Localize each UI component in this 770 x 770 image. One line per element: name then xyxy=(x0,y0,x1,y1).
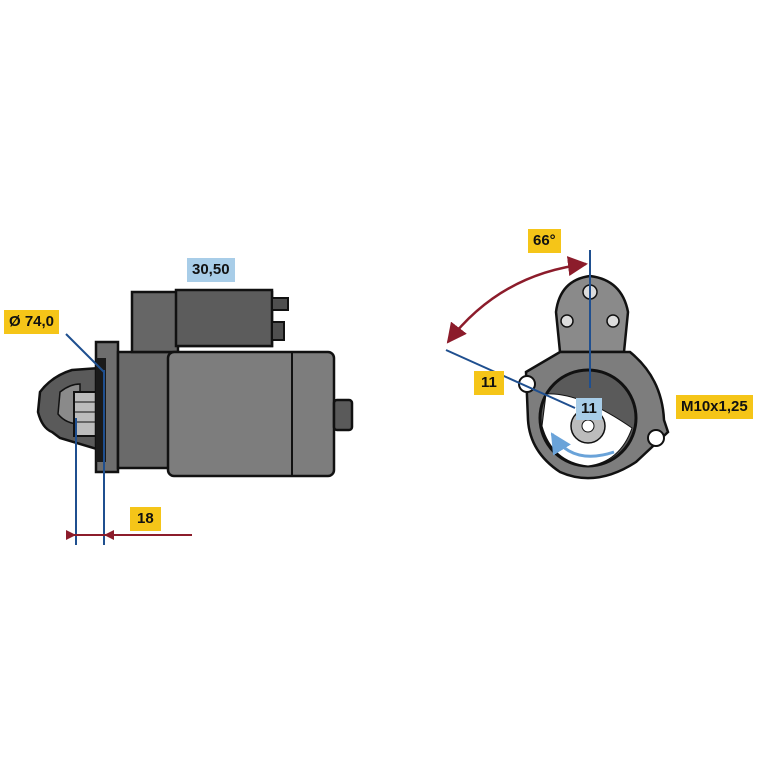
flange-offset-label: 18 xyxy=(130,507,161,531)
right-ear-hole xyxy=(647,429,665,447)
angle-arc xyxy=(446,256,588,344)
thread-label: M10x1,25 xyxy=(676,395,753,419)
motor-body xyxy=(166,350,336,478)
diameter-leader xyxy=(65,333,105,373)
solenoid-terminal-top xyxy=(271,297,289,311)
pinion-teeth-label: 11 xyxy=(576,398,602,420)
flange-face xyxy=(96,358,106,462)
solenoid-cap xyxy=(174,288,274,348)
rear-end-cap xyxy=(332,398,354,432)
angle-label: 66° xyxy=(528,229,561,253)
upper-lug-hole-2 xyxy=(560,314,574,328)
pinion-gear xyxy=(73,391,99,437)
diameter-label: Ø 74,0 xyxy=(4,310,60,334)
solenoid-terminal-bottom xyxy=(271,321,285,341)
end-view xyxy=(445,250,670,480)
rotation-arrow xyxy=(550,432,615,458)
upper-lug-hole-3 xyxy=(606,314,620,328)
solenoid-length-label: 30,50 xyxy=(187,258,235,282)
bolt-left-label: 11 xyxy=(474,371,504,395)
side-view xyxy=(36,288,354,545)
angled-axis-line xyxy=(445,349,576,409)
